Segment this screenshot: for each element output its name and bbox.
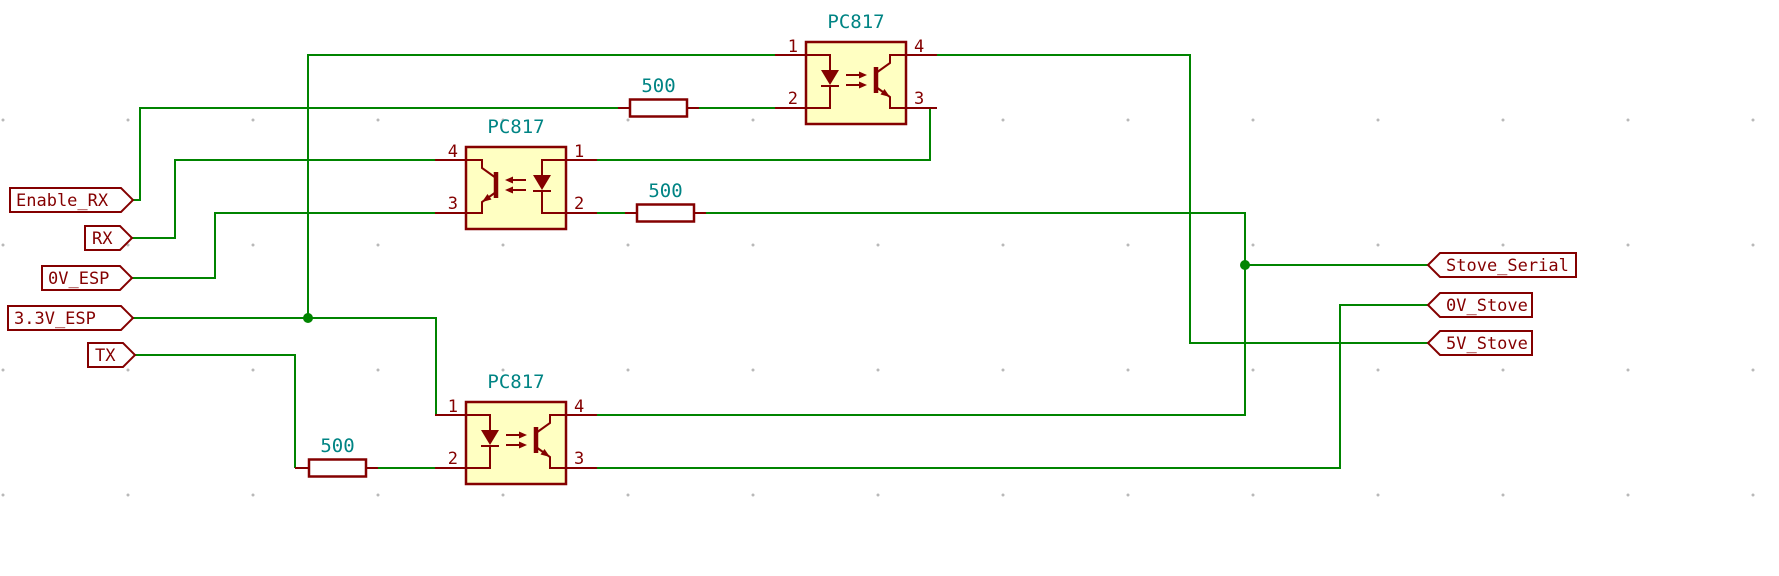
net-label-0v-stove[interactable]: 0V_Stove: [1426, 292, 1533, 318]
junction-stove-serial[interactable]: [1240, 260, 1250, 270]
net-label-text: TX: [95, 346, 116, 366]
pin-number-bottom-right: 3: [914, 89, 924, 109]
wires: [132, 54, 1428, 469]
net-label-stove-serial[interactable]: Stove_Serial: [1426, 252, 1577, 278]
pin-number-bottom-left: 2: [788, 89, 798, 109]
net-label-text: Enable_RX: [16, 191, 109, 211]
net-label-shape: [9, 187, 135, 213]
pin-number-top-left: 1: [448, 397, 458, 417]
resistor-value[interactable]: 500: [641, 75, 675, 97]
optocoupler-ref[interactable]: PC817: [487, 116, 544, 138]
wire-tx-to-resistor[interactable]: [135, 354, 296, 468]
resistor-middle[interactable]: 500: [625, 180, 706, 223]
net-label-rx[interactable]: RX: [84, 225, 134, 251]
net-label-text: 0V_Stove: [1446, 296, 1528, 316]
wire-0v-esp[interactable]: [132, 212, 435, 279]
pin-number-bottom-right: 3: [574, 449, 584, 469]
net-label-shape: [7, 305, 135, 331]
net-label-text: 0V_ESP: [48, 269, 109, 289]
wire-3v3-esp-to-top-opto[interactable]: [307, 54, 775, 318]
pin-number-bottom-left: 3: [448, 194, 458, 214]
resistor-bottom[interactable]: 500: [295, 435, 378, 478]
net-label-text: 5V_Stove: [1446, 334, 1528, 354]
wire-5v-stove[interactable]: [937, 54, 1428, 344]
net-label-0v-esp[interactable]: 0V_ESP: [41, 265, 134, 291]
net-label-tx[interactable]: TX: [87, 342, 137, 368]
wire-stove-serial-main[interactable]: [597, 212, 1246, 416]
net-label-shape: [1426, 330, 1533, 356]
net-label-shape: [1426, 252, 1577, 278]
net-label-shape: [41, 265, 134, 291]
net-label-shape: [1426, 292, 1533, 318]
net-label-3v3-esp[interactable]: 3.3V_ESP: [7, 305, 135, 331]
optocoupler-bottom[interactable]: PC817 1 2 4 3: [435, 371, 597, 484]
resistor-body[interactable]: [635, 203, 696, 223]
net-label-text: Stove_Serial: [1446, 256, 1569, 276]
wire-rx[interactable]: [132, 159, 435, 239]
pin-number-top-left: 4: [448, 142, 458, 162]
optocoupler-ref[interactable]: PC817: [487, 371, 544, 393]
optocoupler-middle[interactable]: PC817 4 3 1 2: [435, 116, 597, 229]
resistor-value[interactable]: 500: [320, 435, 354, 457]
wire-0v-stove[interactable]: [597, 304, 1428, 469]
resistor-body[interactable]: [628, 98, 689, 118]
optocoupler-ref[interactable]: PC817: [827, 11, 884, 33]
pin-number-bottom-left: 2: [448, 449, 458, 469]
pin-number-top-right: 4: [914, 37, 924, 57]
junction-3v3-esp[interactable]: [303, 313, 313, 323]
net-label-shape: [87, 342, 137, 368]
optocoupler-top[interactable]: PC817 1 2 4 3: [775, 11, 937, 124]
pin-number-top-right: 4: [574, 397, 584, 417]
net-label-enable-rx[interactable]: Enable_RX: [9, 187, 135, 213]
net-label-text: RX: [92, 229, 113, 249]
pin-number-top-right: 1: [574, 142, 584, 162]
resistor-value[interactable]: 500: [648, 180, 682, 202]
net-label-text: 3.3V_ESP: [14, 309, 96, 329]
net-label-5v-stove[interactable]: 5V_Stove: [1426, 330, 1533, 356]
pin-number-top-left: 1: [788, 37, 798, 57]
net-label-shape: [84, 225, 134, 251]
pin-number-bottom-right: 2: [574, 194, 584, 214]
resistor-top[interactable]: 500: [618, 75, 699, 118]
wire-enable-rx-to-resistor[interactable]: [133, 107, 618, 201]
resistor-body[interactable]: [307, 458, 368, 478]
